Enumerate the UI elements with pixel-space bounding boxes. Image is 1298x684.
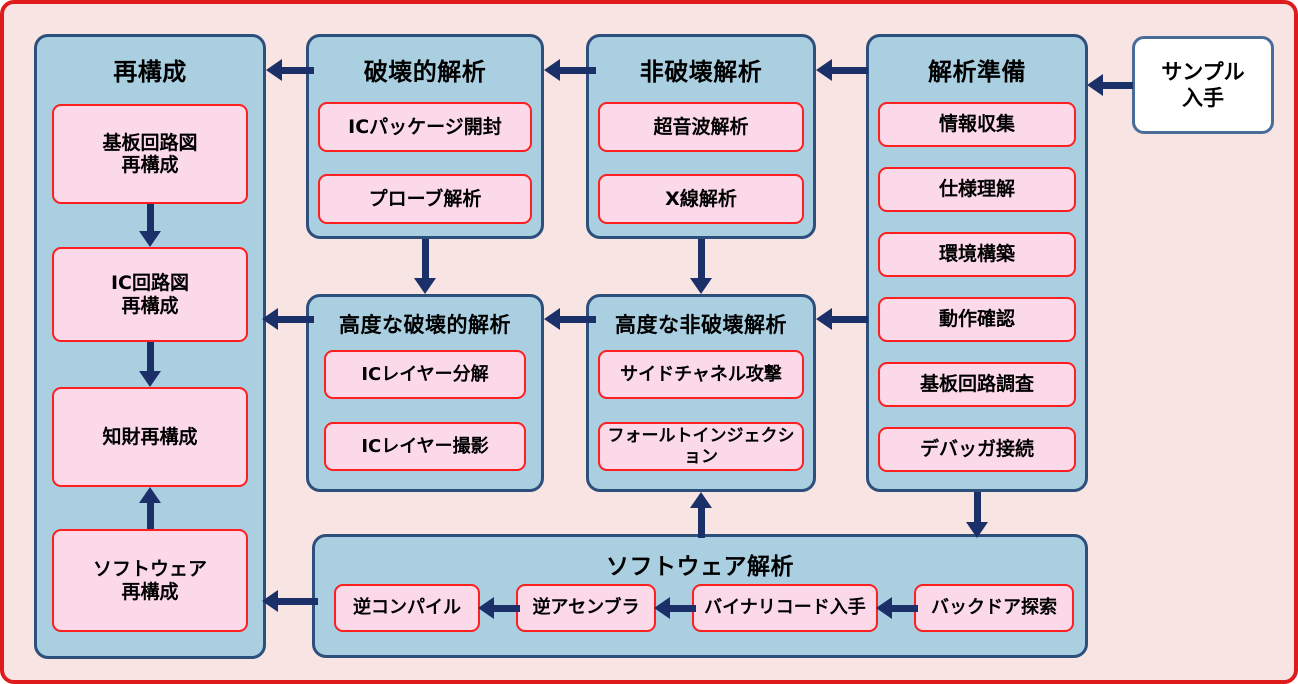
item-ip-reconstruction: 知財再構成 [52,387,248,487]
start-box-sample-acquisition: サンプル 入手 [1132,36,1274,134]
arrow-advanced-destructive-to-reconstruction [262,308,314,330]
item-ic-layer-delayering: ICレイヤー分解 [324,350,526,399]
item-environment-setup: 環境構築 [878,232,1076,277]
arrow-preparation-to-advanced-nondestructive [816,308,868,330]
arrow-advanced-nondestructive-to-advanced-destructive [544,308,596,330]
arrow-destructive-to-advanced-destructive [414,239,436,294]
item-probe-analysis: プローブ解析 [318,174,532,224]
item-disassembler: 逆アセンブラ [516,584,656,632]
arrow-destructive-to-reconstruction [266,59,314,81]
arrow-sample-to-preparation [1087,74,1133,96]
panel-title-software-analysis: ソフトウェア解析 [606,554,794,580]
item-binary-code-acquisition: バイナリコード入手 [692,584,878,632]
item-side-channel-attack: サイドチャネル攻撃 [598,350,804,399]
panel-title-advanced-nondestructive-analysis: 高度な非破壊解析 [615,313,787,337]
item-xray-analysis: X線解析 [598,174,804,224]
item-specification-understanding: 仕様理解 [878,167,1076,212]
arrow-software-to-ip-reconstruction [139,487,161,529]
arrow-nondestructive-to-destructive [544,59,596,81]
item-information-gathering: 情報収集 [878,102,1076,147]
item-ic-schematic-reconstruction: IC回路図 再構成 [52,247,248,342]
arrow-binary-to-disassembler [654,597,696,619]
panel-title-analysis-preparation: 解析準備 [928,58,1026,86]
arrow-preparation-to-nondestructive [816,59,868,81]
item-ic-layer-imaging: ICレイヤー撮影 [324,422,526,471]
item-backdoor-search: バックドア探索 [914,584,1074,632]
arrow-board-to-ic-schematic [139,204,161,247]
item-board-schematic-reconstruction: 基板回路図 再構成 [52,104,248,204]
item-debugger-connection: デバッガ接続 [878,427,1076,472]
item-board-circuit-survey: 基板回路調査 [878,362,1076,407]
arrow-software-analysis-to-software-reconstruction [262,590,318,612]
item-operation-check: 動作確認 [878,297,1076,342]
arrow-ic-schematic-to-ip [139,342,161,387]
panel-title-nondestructive-analysis: 非破壊解析 [639,58,763,86]
item-decompile: 逆コンパイル [334,584,480,632]
arrow-backdoor-to-binary [876,597,918,619]
arrow-nondestructive-to-advanced-nondestructive [690,239,712,294]
arrow-software-analysis-to-advanced-nondestructive [690,492,712,538]
panel-title-advanced-destructive-analysis: 高度な破壊的解析 [339,313,511,337]
panel-title-destructive-analysis: 破壊的解析 [363,58,487,86]
item-software-reconstruction: ソフトウェア 再構成 [52,529,248,632]
item-ic-package-decapsulation: ICパッケージ開封 [318,102,532,152]
panel-title-reconstruction: 再構成 [113,58,187,86]
item-ultrasonic-analysis: 超音波解析 [598,102,804,152]
item-fault-injection: フォールトインジェクション [598,422,804,471]
arrow-disassembler-to-decompile [478,597,520,619]
arrow-preparation-to-software-analysis [966,492,988,538]
